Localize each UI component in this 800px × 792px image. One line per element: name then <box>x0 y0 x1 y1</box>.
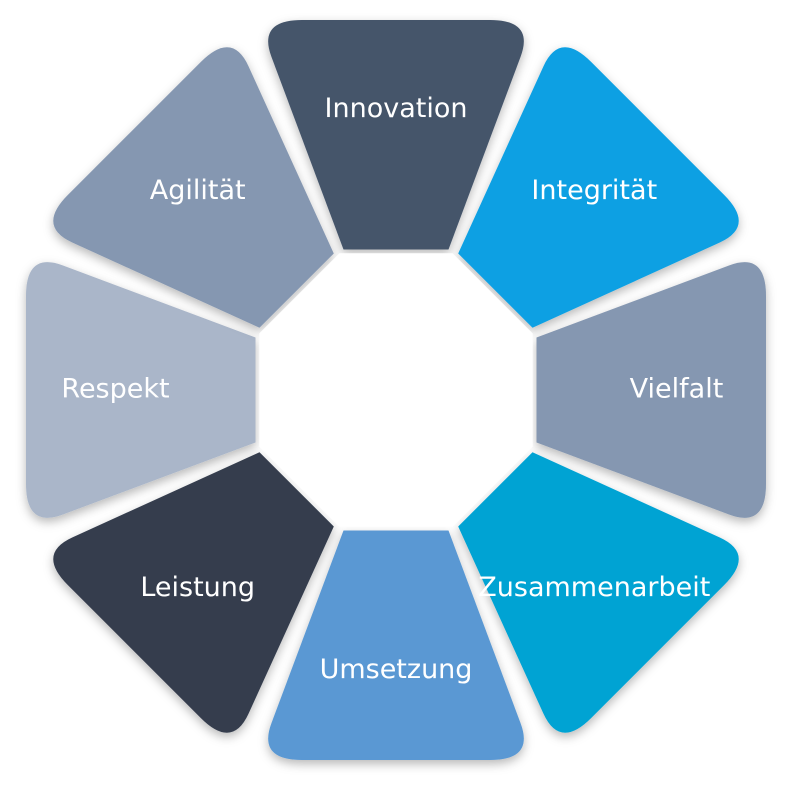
segment-umsetzung <box>268 530 524 760</box>
center-octagon <box>259 253 533 527</box>
segment-label: Zusammenarbeit <box>478 572 710 603</box>
segment-agilit-t <box>53 47 334 328</box>
segment-leistung <box>53 452 334 733</box>
segment-label: Integrität <box>531 175 657 206</box>
segment-label: Leistung <box>140 572 255 603</box>
segment-label: Respekt <box>61 374 169 405</box>
segments-layer <box>26 20 766 760</box>
segment-label: Agilität <box>150 175 246 206</box>
segment-label: Innovation <box>325 93 468 124</box>
segment-integrit-t <box>458 47 739 328</box>
segment-respekt <box>26 262 256 518</box>
segment-label: Umsetzung <box>320 654 473 685</box>
segment-vielfalt <box>536 262 766 518</box>
segment-innovation <box>268 20 524 250</box>
labels-layer: InnovationIntegritätVielfaltZusammenarbe… <box>61 93 723 685</box>
segment-label: Vielfalt <box>630 374 724 405</box>
segment-zusammenarbeit <box>458 452 739 733</box>
